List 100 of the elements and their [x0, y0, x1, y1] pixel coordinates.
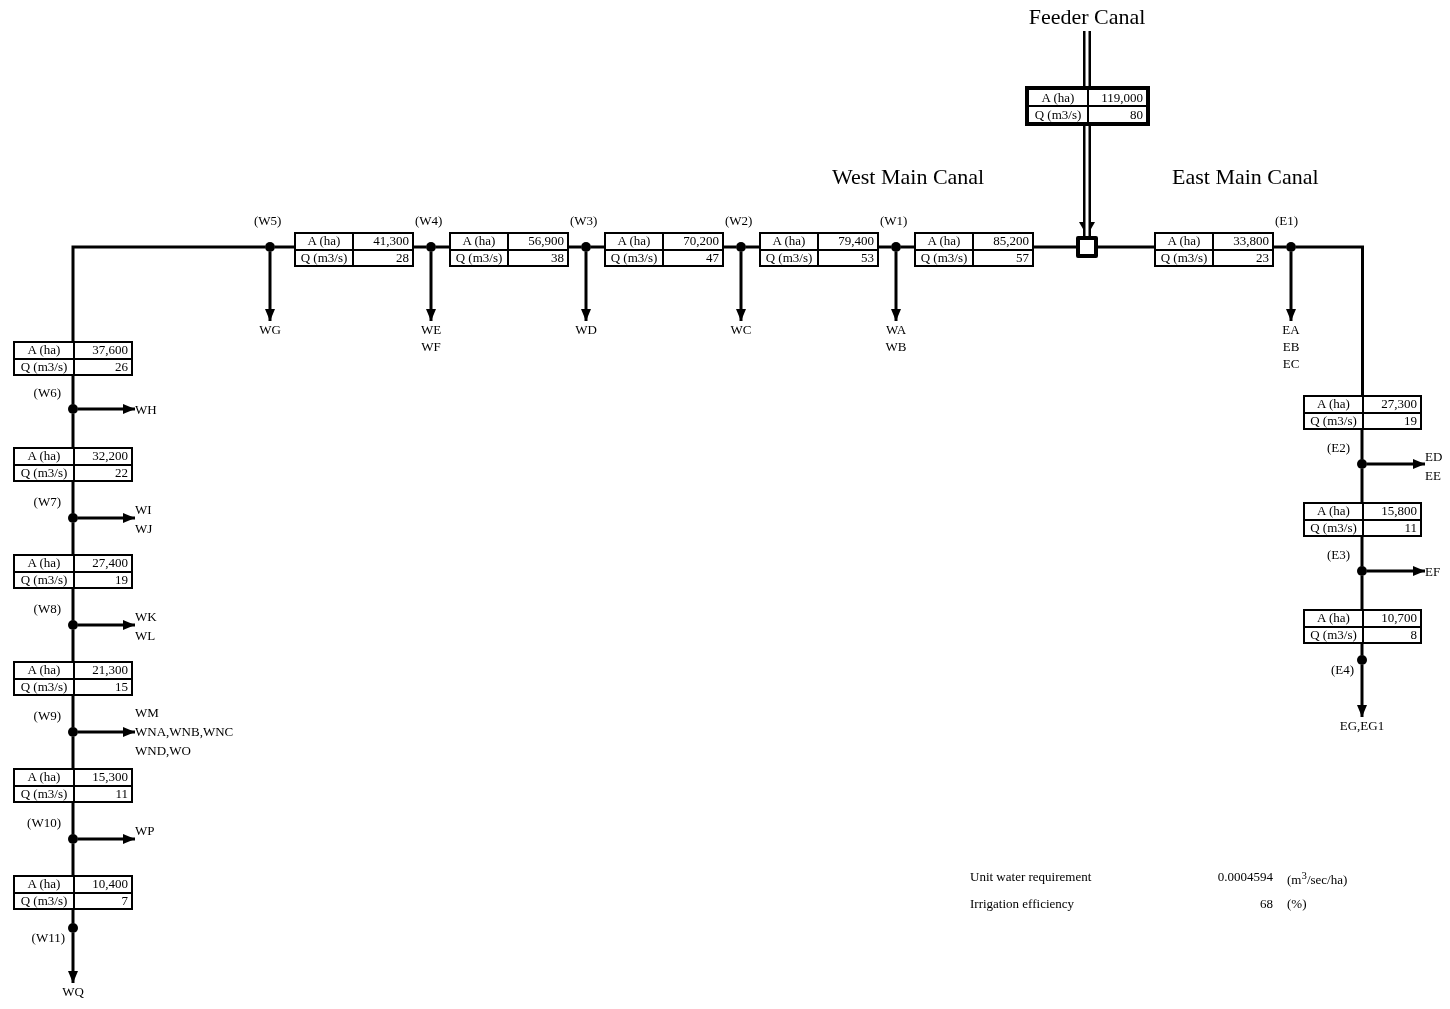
discharge-value: 11	[1403, 520, 1418, 535]
area-value: 21,300	[75, 663, 131, 680]
area-value: 37,600	[75, 343, 131, 360]
offtake-name: WK	[135, 608, 157, 626]
offtake-arrow	[426, 252, 436, 321]
offtake-arrow	[78, 727, 135, 737]
area-value: 56,900	[509, 234, 567, 251]
discharge-label: Q (m3/s)	[15, 465, 75, 480]
parameter-value: 0.0004594	[1216, 869, 1273, 885]
offtake-arrow	[1367, 459, 1425, 469]
junction-label: (W10)	[27, 815, 61, 831]
flow-table	[13, 661, 133, 696]
junction-dot	[1357, 566, 1367, 576]
junction-label: (W1)	[880, 213, 908, 229]
discharge-label: Q (m3/s)	[296, 250, 354, 265]
junction-label: (W7)	[33, 494, 61, 510]
offtake-name: WND,WO	[135, 742, 191, 760]
flow-table	[604, 232, 724, 267]
flow-table	[914, 232, 1034, 267]
junction-dot	[68, 727, 78, 737]
offtake-name: WG	[259, 321, 281, 338]
junction-dot	[265, 242, 275, 252]
flow-table	[1303, 502, 1422, 537]
discharge-value: 57	[1015, 250, 1030, 265]
area-label: A (ha)	[761, 234, 819, 251]
canal-line	[71, 910, 75, 923]
offtake-name: EE	[1425, 467, 1441, 485]
area-value: 119,000	[1089, 90, 1146, 107]
flow-table	[13, 341, 133, 376]
junction-label: (E3)	[1326, 547, 1350, 563]
discharge-value: 19	[1403, 413, 1418, 428]
offtake-name: EC	[1282, 355, 1300, 372]
canal-line	[71, 844, 75, 875]
junction-dot	[1357, 459, 1367, 469]
discharge-label: Q (m3/s)	[1029, 107, 1089, 122]
flow-table	[13, 768, 133, 803]
canal-line	[569, 245, 581, 249]
canal-line	[71, 245, 265, 341]
area-label: A (ha)	[606, 234, 664, 251]
area-value: 10,700	[1364, 611, 1420, 628]
discharge-value: 15	[114, 679, 129, 694]
offtake-name: WA	[885, 321, 907, 338]
junction-label: (E1)	[1275, 213, 1299, 229]
offtake-arrow	[68, 933, 78, 983]
canal-line	[746, 245, 759, 249]
discharge-value: 7	[120, 893, 129, 908]
feeder-canal-arrow	[1079, 126, 1095, 236]
area-value: 15,300	[75, 770, 131, 787]
junction-dot	[1286, 242, 1296, 252]
junction-label: (E4)	[1330, 662, 1354, 678]
discharge-value: 23	[1255, 250, 1270, 265]
discharge-value: 11	[114, 786, 129, 801]
canal-line	[436, 245, 449, 249]
flow-table	[13, 447, 133, 482]
discharge-value: 80	[1129, 107, 1144, 122]
area-label: A (ha)	[1029, 90, 1089, 107]
area-value: 27,400	[75, 556, 131, 573]
offtake-name: WP	[135, 822, 155, 840]
offtake-arrow	[78, 513, 135, 523]
junction-label: (W6)	[33, 385, 61, 401]
area-value: 79,400	[819, 234, 877, 251]
junction-dot	[68, 513, 78, 523]
area-value: 41,300	[354, 234, 412, 251]
offtake-name: WH	[135, 401, 157, 419]
discharge-label: Q (m3/s)	[1305, 627, 1364, 642]
offtake-arrow	[265, 252, 275, 321]
unit-label: (m$^{3}$/sec/ha)	[1287, 869, 1348, 888]
discharge-label: Q (m3/s)	[606, 250, 664, 265]
discharge-value: 26	[114, 359, 129, 374]
offtake-name: WF	[421, 338, 441, 355]
flow-table	[13, 875, 133, 910]
canal-line	[1296, 245, 1364, 395]
area-label: A (ha)	[1305, 397, 1364, 414]
canal-line	[1360, 644, 1364, 655]
offtake-name: WM	[135, 704, 159, 722]
junction-dot	[891, 242, 901, 252]
junction-label: (W3)	[570, 213, 598, 229]
offtake-arrow	[581, 252, 591, 321]
discharge-value: 28	[395, 250, 410, 265]
offtake-name: WQ	[62, 983, 84, 1000]
area-value: 85,200	[974, 234, 1032, 251]
area-label: A (ha)	[1156, 234, 1214, 251]
canal-line	[414, 245, 426, 249]
canal-line	[71, 696, 75, 727]
area-label: A (ha)	[916, 234, 974, 251]
canal-line	[591, 245, 604, 249]
offtake-name: WE	[420, 321, 442, 338]
offtake-name: ED	[1425, 448, 1443, 466]
offtake-arrow	[736, 252, 746, 321]
canal-line	[71, 376, 75, 404]
canal-line	[1034, 245, 1076, 249]
junction-box	[1076, 236, 1098, 258]
canal-line	[71, 737, 75, 768]
junction-label: (W4)	[415, 213, 443, 229]
flow-table	[1303, 395, 1422, 430]
junction-dot	[68, 620, 78, 630]
area-value: 10,400	[75, 877, 131, 894]
canal-name: East Main Canal	[1172, 164, 1319, 191]
offtake-arrow	[891, 252, 901, 321]
offtake-name: WI	[135, 501, 152, 519]
